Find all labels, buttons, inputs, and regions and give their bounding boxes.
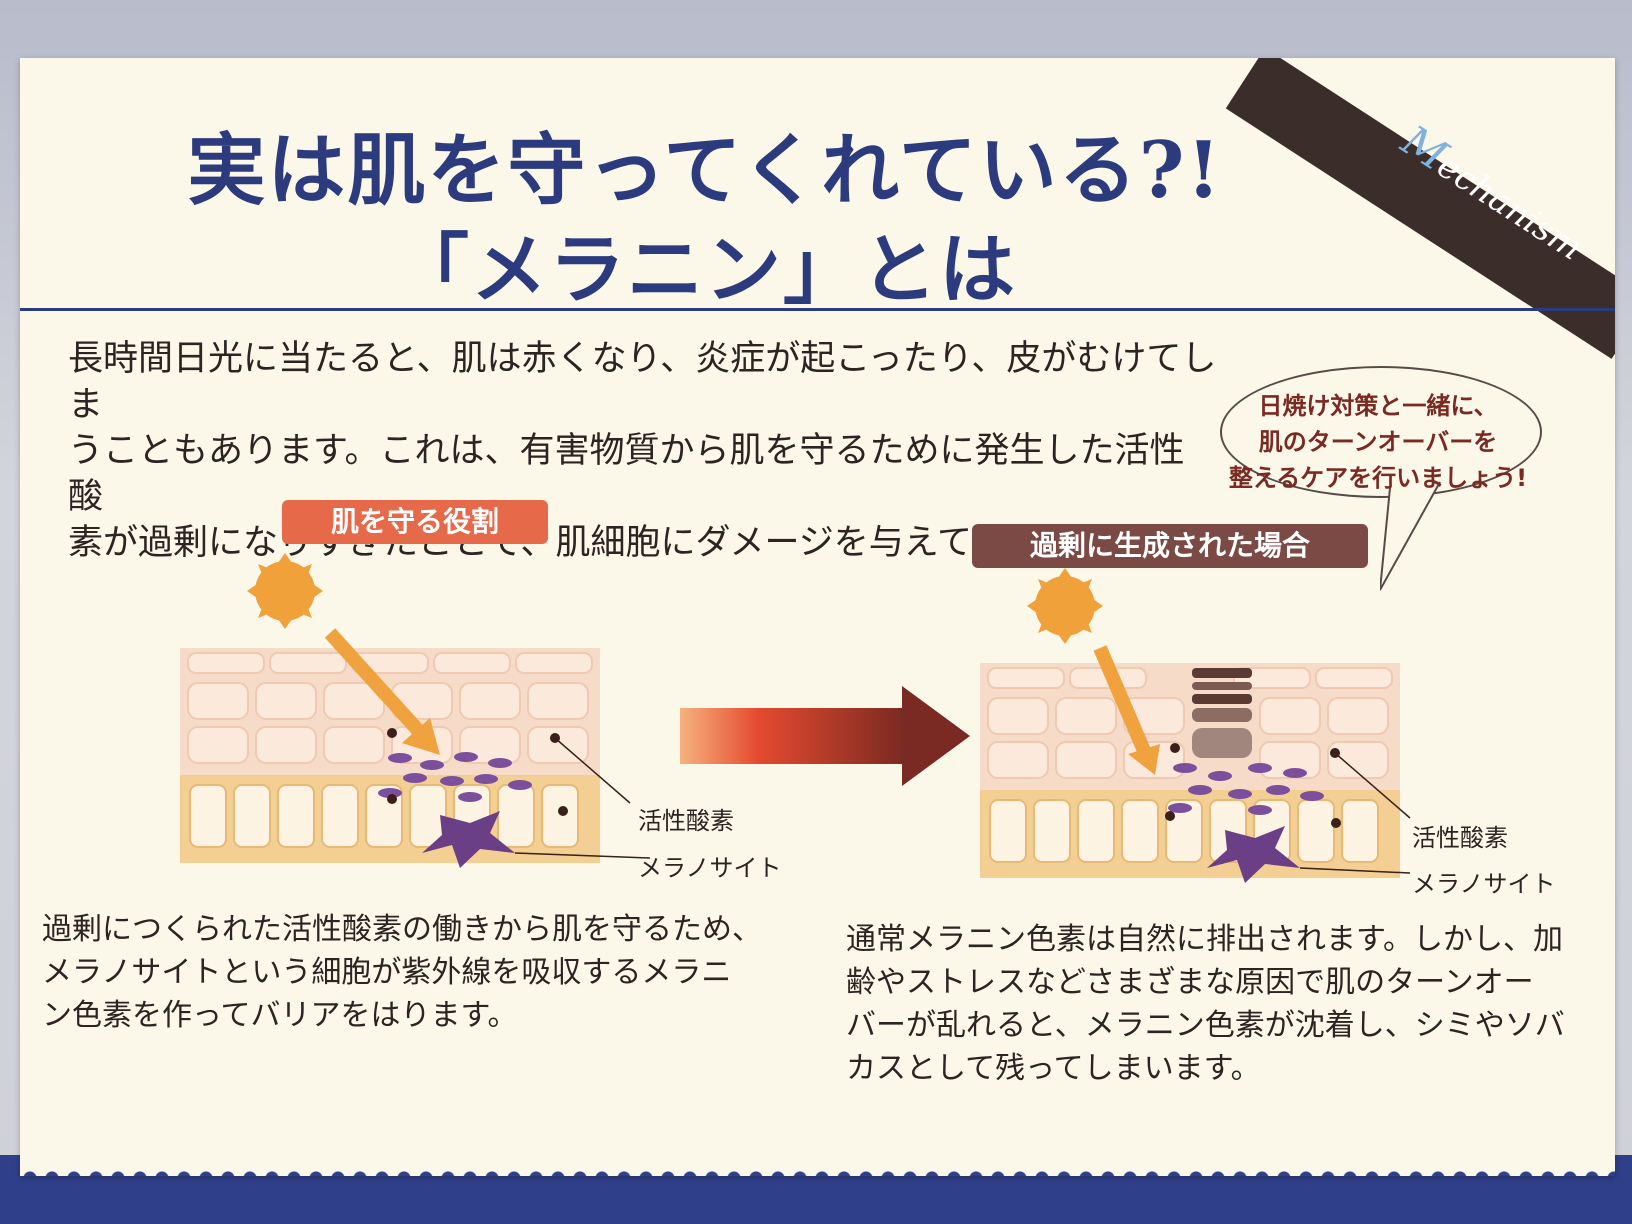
caption-right: 通常メラニン色素は自然に排出されます。しかし、加 齢やストレスなどさまざまな原因… (846, 922, 1565, 1086)
label-active-oxygen-right: 活性酸素 (1412, 824, 1508, 852)
label-melanocyte-right: メラノサイト (1412, 870, 1556, 898)
sun-icon (1035, 576, 1095, 636)
speech-bubble-text: 日焼け対策と一緒に、 肌のターンオーバーを 整えるケアを行いましょう! (1228, 392, 1528, 492)
transition-arrow (680, 686, 970, 786)
melanocyte-icon (1207, 826, 1300, 883)
title-line-2: 「メラニン」とは (393, 225, 1017, 314)
pamphlet-page: Mechanism 実は肌を守ってくれている?! 「メラニン」とは 長時間日光に… (20, 58, 1615, 1176)
heading-overproduction: 過剰に生成された場合 (972, 524, 1368, 568)
speech-bubble-tail (1380, 481, 1441, 591)
label-melanocyte-left: メラノサイト (638, 854, 782, 882)
title-line-1: 実は肌を守ってくれている?! (187, 125, 1223, 216)
title-divider (20, 308, 1615, 311)
label-active-oxygen-left: 活性酸素 (638, 807, 734, 835)
speech-bubble (1220, 366, 1542, 498)
melanocyte-icon (422, 811, 515, 868)
skin-diagram-right (980, 568, 1411, 883)
sun-icon (255, 561, 315, 621)
skin-diagram-left (180, 553, 650, 868)
caption-left: 過剰につくられた活性酸素の働きから肌を守るため、 メラノサイトという細胞が紫外線… (42, 912, 762, 1033)
heading-protective-role: 肌を守る役割 (282, 500, 548, 544)
